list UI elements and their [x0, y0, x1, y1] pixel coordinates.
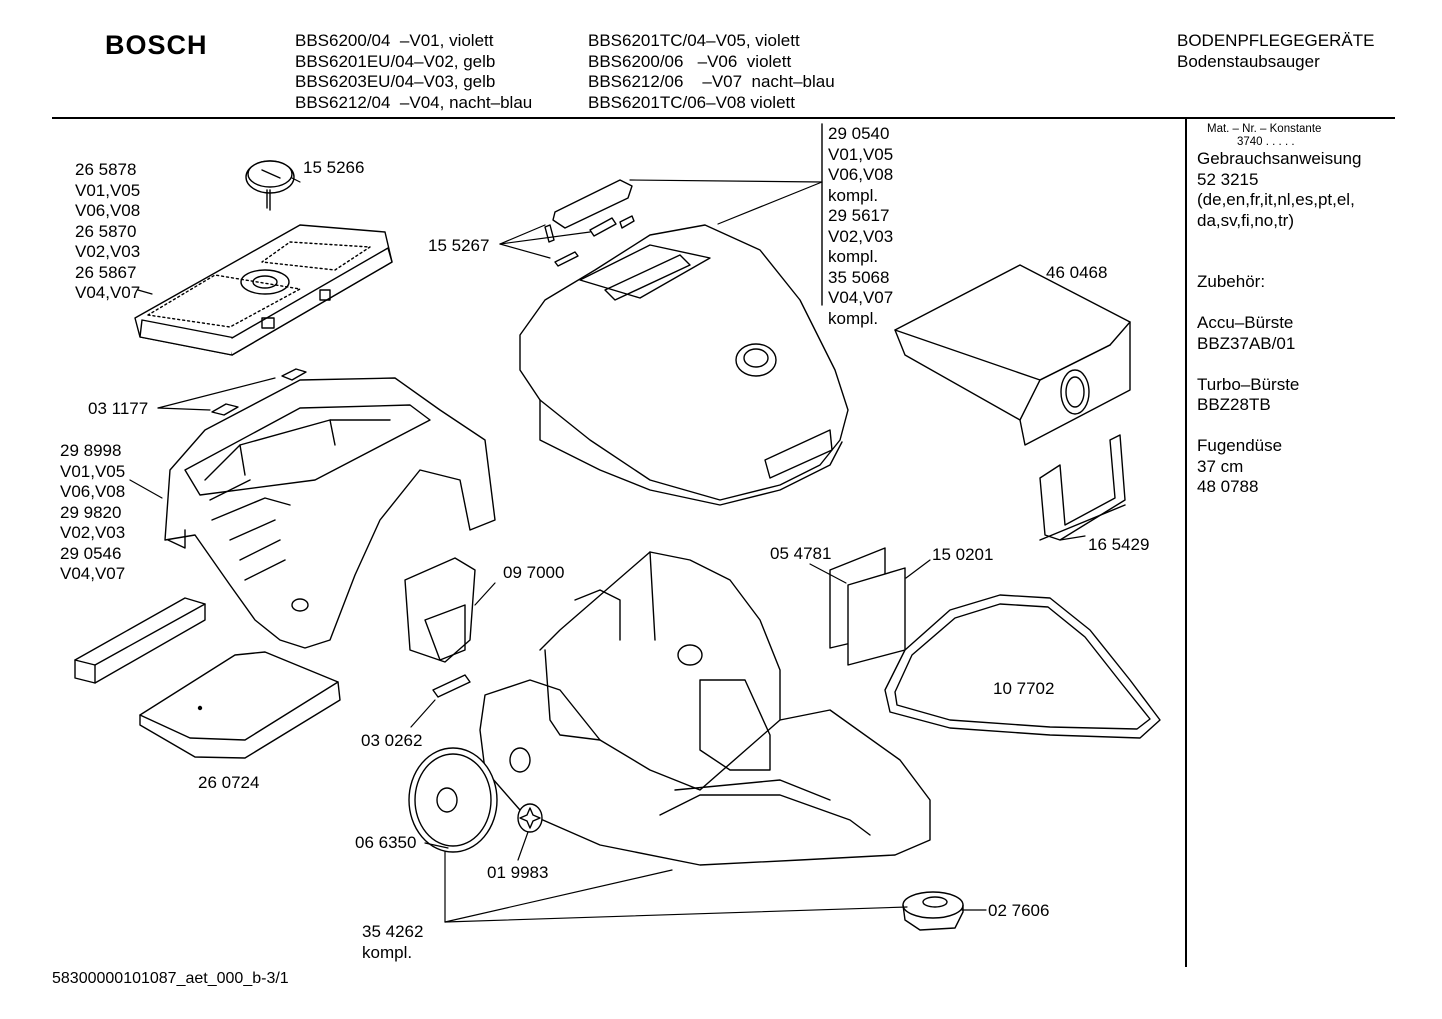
castor-part: [903, 892, 963, 930]
bag-holder-part: [1040, 435, 1125, 540]
category-block: BODENPFLEGEGERÄTE Bodenstaubsauger: [1177, 31, 1374, 72]
clip-part: [282, 369, 306, 380]
part-label-030262: 03 0262: [361, 731, 423, 750]
knob-part: [246, 161, 294, 210]
model-entry: BBS6212/06 –V07 nacht–blau: [588, 72, 835, 91]
wheel-part: [409, 748, 497, 852]
category-title: BODENPFLEGEGERÄTE: [1177, 31, 1375, 50]
chassis-part: [480, 552, 930, 865]
filter-pads-part: [830, 548, 905, 665]
filter-bar-part: [75, 598, 205, 683]
model-entry: BBS6200/04 –V01, violett: [295, 31, 494, 50]
accessory-name: Turbo–Bürste: [1197, 374, 1300, 394]
manual-languages: (de,en,fr,it,nl,es,pt,el,: [1197, 190, 1355, 209]
part-label-107702: 10 7702: [993, 679, 1055, 698]
valve-part: [405, 558, 475, 697]
document-id: 58300000101087_aet_000_b-3/1: [52, 970, 289, 987]
category-subtitle: Bodenstaubsauger: [1177, 51, 1320, 71]
filter-lid-part: [135, 225, 392, 355]
top-cover-part: [520, 225, 848, 505]
sidebar-info: Mat. – Nr. – Konstante 3740 . . . . . Ge…: [1197, 123, 1361, 498]
housing-upper-part: [165, 378, 495, 648]
manual-number: 52 3215: [1197, 169, 1259, 189]
accessory-code: 48 0788: [1197, 477, 1259, 496]
manual-title: Gebrauchsanweisung: [1197, 149, 1362, 168]
model-entry: BBS6200/06 –V06 violett: [588, 51, 792, 71]
part-label-460468: 46 0468: [1046, 263, 1108, 282]
filter-plate-part: [140, 652, 340, 758]
accessory-code: BBZ37AB/01: [1197, 333, 1296, 353]
accessory-name: Accu–Bürste: [1197, 313, 1294, 332]
part-label-155267: 15 5267: [428, 236, 490, 255]
part-label-066350: 06 6350: [355, 833, 417, 852]
manual-languages: da,sv,fi,no,tr): [1197, 210, 1294, 230]
accessories-title: Zubehör:: [1197, 272, 1266, 291]
mat-nr-value: 3740 . . . . .: [1237, 136, 1295, 148]
model-list-right: BBS6201TC/04–V05, violett BBS6200/06 –V0…: [588, 31, 835, 113]
brand-logo: BOSCH: [105, 30, 208, 60]
part-label-027606: 02 7606: [988, 901, 1050, 920]
part-label-031177: 03 1177: [88, 399, 149, 418]
part-label-150201: 15 0201: [932, 545, 994, 564]
star-cap-part: [518, 804, 542, 832]
small-parts-group: [545, 180, 634, 266]
part-label-019983: 01 9983: [487, 863, 549, 882]
clip-part: [212, 404, 238, 415]
header-divider: [52, 117, 1395, 119]
part-label-054781: 05 4781: [770, 544, 832, 563]
part-label-097000: 09 7000: [503, 563, 565, 582]
accessory-code: BBZ28TB: [1197, 395, 1271, 414]
accessory-name: Fugendüse: [1197, 436, 1283, 455]
accessory-size: 37 cm: [1197, 456, 1244, 476]
part-label-260724: 26 0724: [198, 773, 260, 792]
part-label-155266: 15 5266: [303, 158, 365, 177]
mat-nr-label: Mat. – Nr. – Konstante: [1207, 123, 1322, 135]
dust-bag-part: [895, 265, 1130, 445]
model-entry: BBS6212/04 –V04, nacht–blau: [295, 92, 533, 112]
model-list-left: BBS6200/04 –V01, violett BBS6201EU/04–V0…: [295, 31, 532, 113]
model-entry: BBS6201TC/04–V05, violett: [588, 31, 800, 50]
sidebar-divider: [1185, 119, 1187, 967]
leader-lines: [130, 178, 1085, 922]
gasket-part: [885, 595, 1160, 738]
model-entry: BBS6203EU/04–V03, gelb: [295, 72, 496, 91]
model-entry: BBS6201EU/04–V02, gelb: [295, 51, 496, 71]
model-entry: BBS6201TC/06–V08 violett: [588, 92, 795, 112]
gasket-inner: [895, 604, 1150, 729]
part-label-165429: 16 5429: [1088, 535, 1150, 554]
